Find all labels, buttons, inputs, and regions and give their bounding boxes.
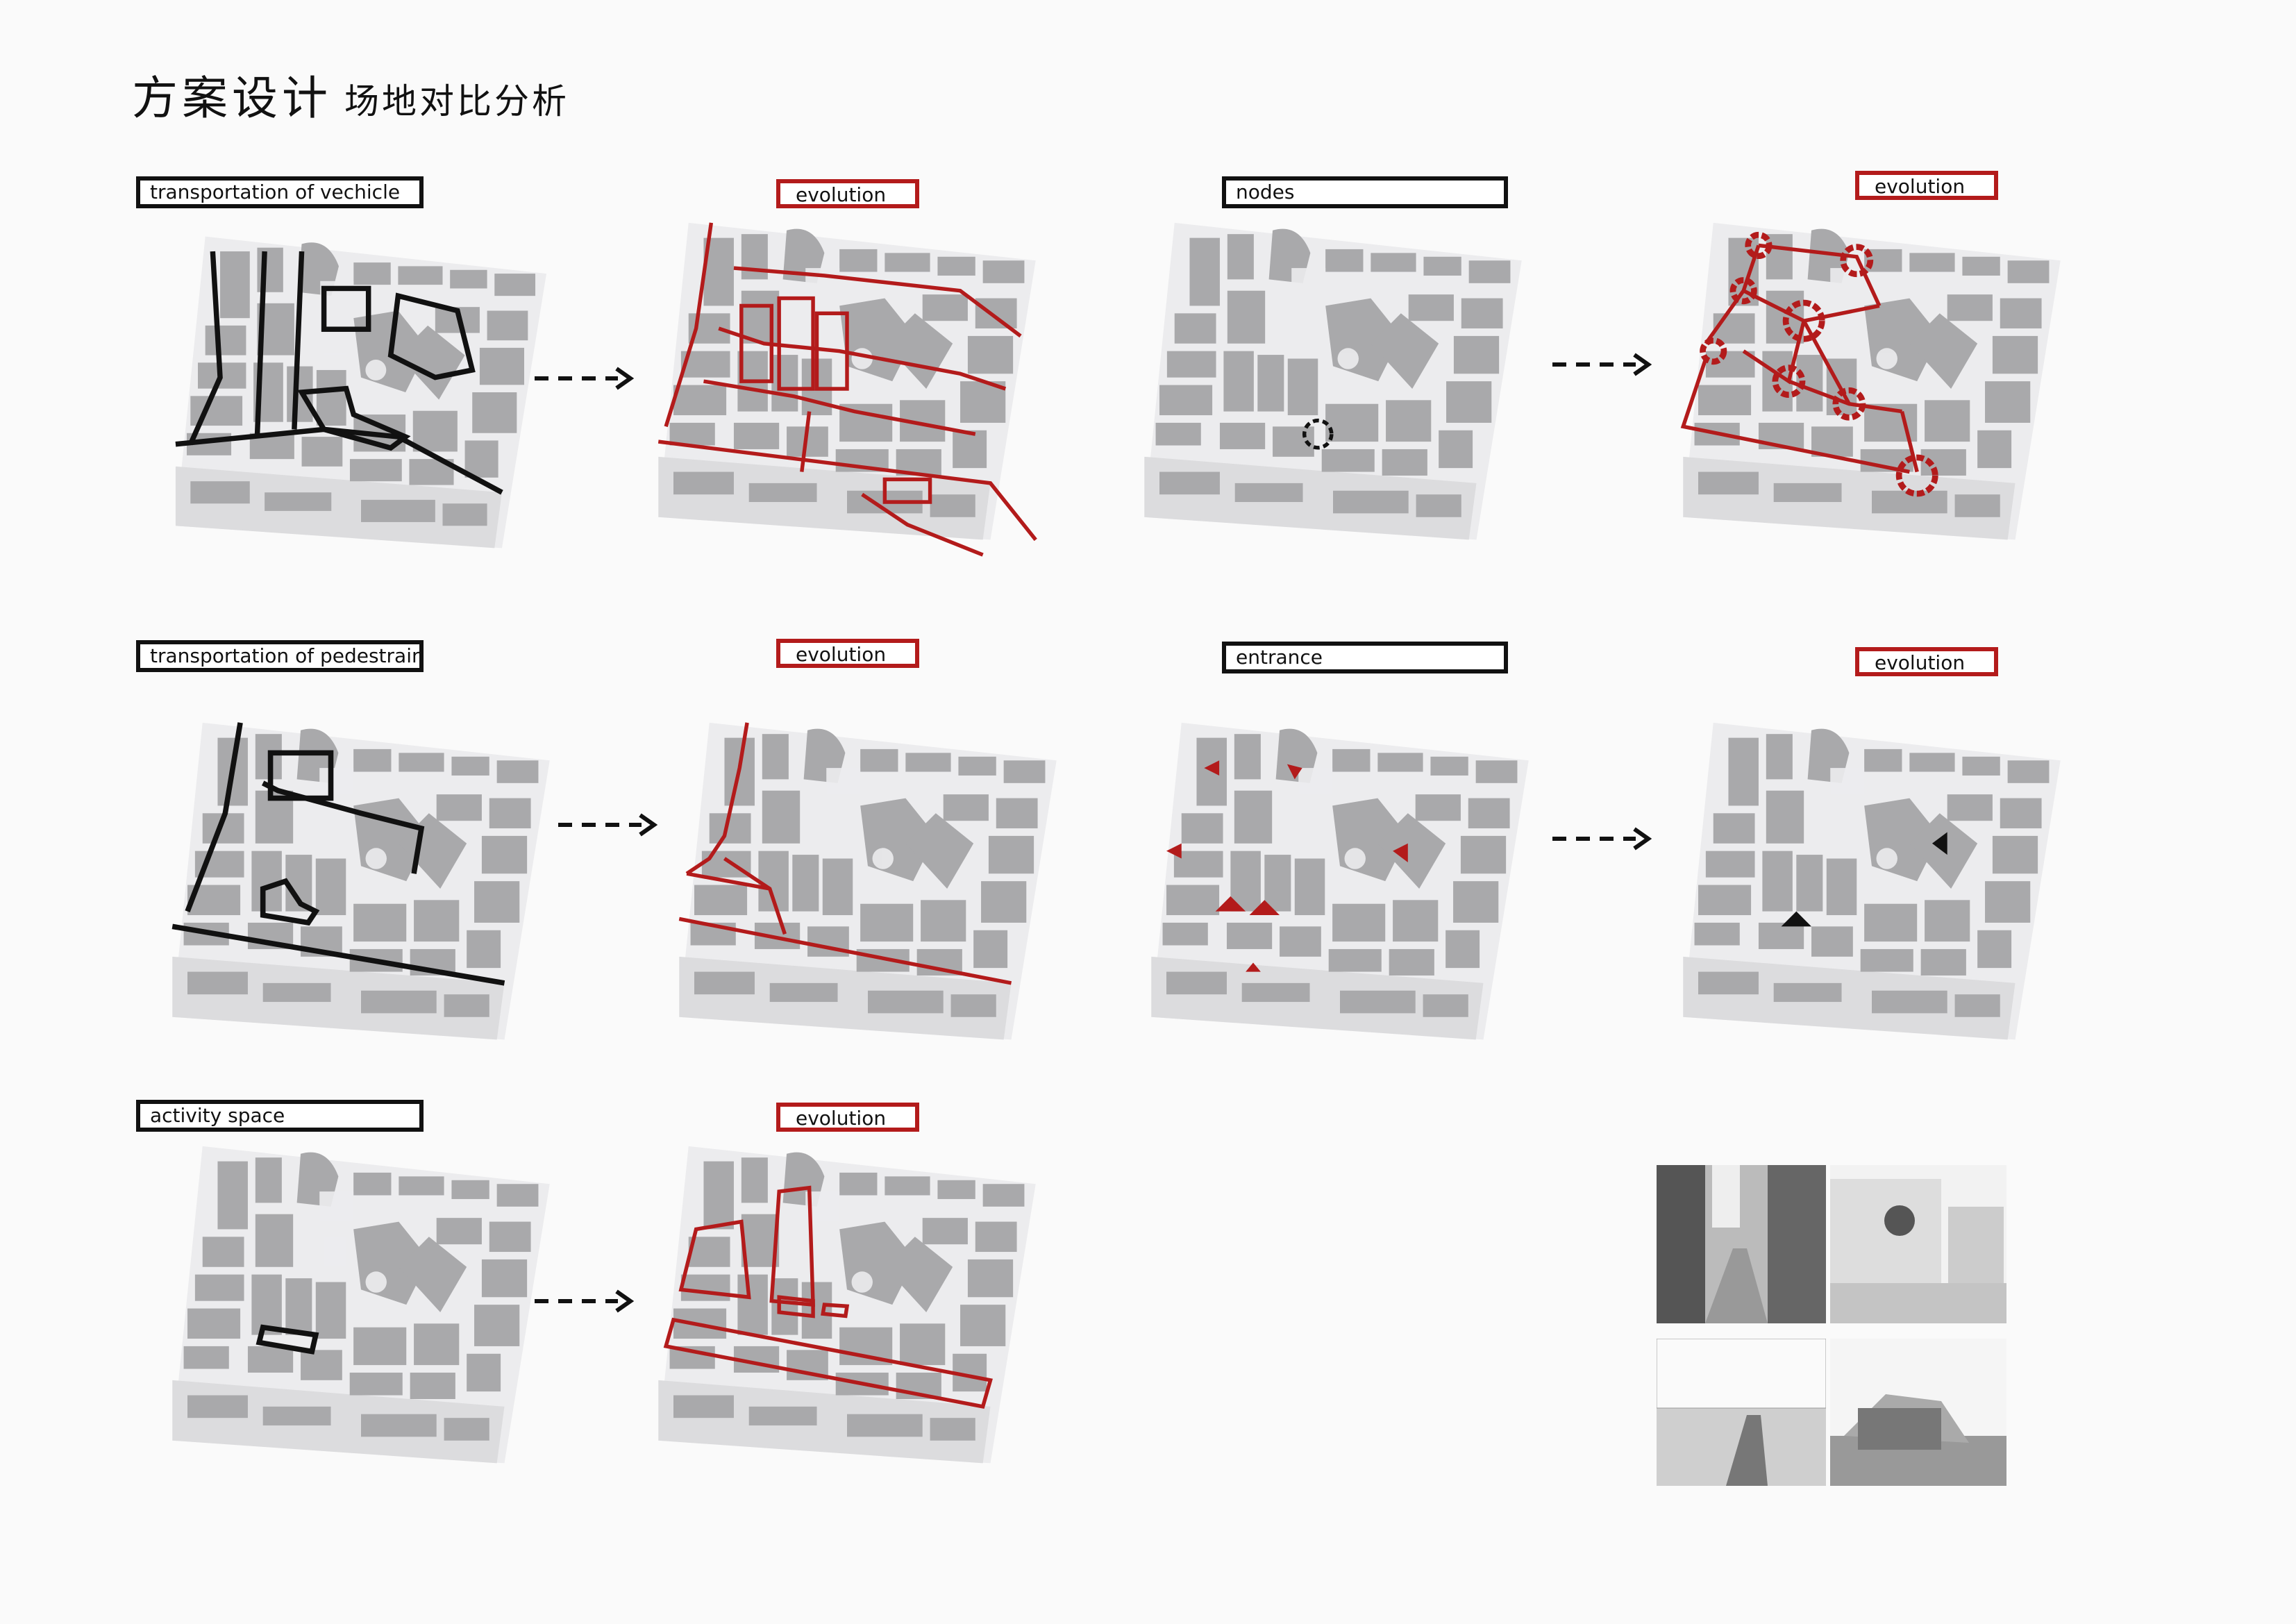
- dashed-arrow-right-icon: [1552, 825, 1657, 853]
- map-entrance: [1118, 715, 1562, 1062]
- reference-photos: [1657, 1165, 2011, 1491]
- photo-building: [1830, 1165, 2006, 1323]
- map-activity: [139, 1139, 583, 1486]
- map-pedestrian-evolution: [646, 715, 1090, 1062]
- map-activity-evolution: [625, 1139, 1069, 1486]
- dashed-arrow-right-icon: [1552, 351, 1657, 378]
- map-pedestrian: [139, 715, 583, 1062]
- map-nodes: [1111, 215, 1555, 562]
- map-nodes-evolution: [1650, 215, 2094, 562]
- render-pavilion: [1830, 1339, 2006, 1486]
- map-entrance-evolution: [1650, 715, 2094, 1062]
- dashed-arrow-right-icon: [535, 1287, 639, 1315]
- page-subtitle: 场地对比分析: [344, 81, 569, 122]
- map-vehicle: [139, 229, 583, 555]
- label-entrance-evolution: evolution: [1855, 647, 1998, 676]
- label-pedestrian-evolution: evolution: [776, 639, 919, 668]
- label-vehicle: transportation of vechicle: [136, 176, 424, 208]
- map-vehicle-evolution: [625, 215, 1069, 562]
- label-nodes-evolution: evolution: [1855, 171, 1998, 200]
- dashed-arrow-right-icon: [535, 365, 639, 392]
- page-title: 方案设计: [132, 72, 332, 125]
- label-pedestrian: transportation of pedestrain: [136, 640, 424, 672]
- label-activity: activity space: [136, 1100, 424, 1132]
- label-vehicle-evolution: evolution: [776, 179, 919, 208]
- label-nodes: nodes: [1222, 176, 1508, 208]
- render-walkway: [1657, 1339, 1826, 1486]
- label-entrance: entrance: [1222, 642, 1508, 673]
- photo-alley: [1657, 1165, 1826, 1323]
- label-activity-evolution: evolution: [776, 1103, 919, 1132]
